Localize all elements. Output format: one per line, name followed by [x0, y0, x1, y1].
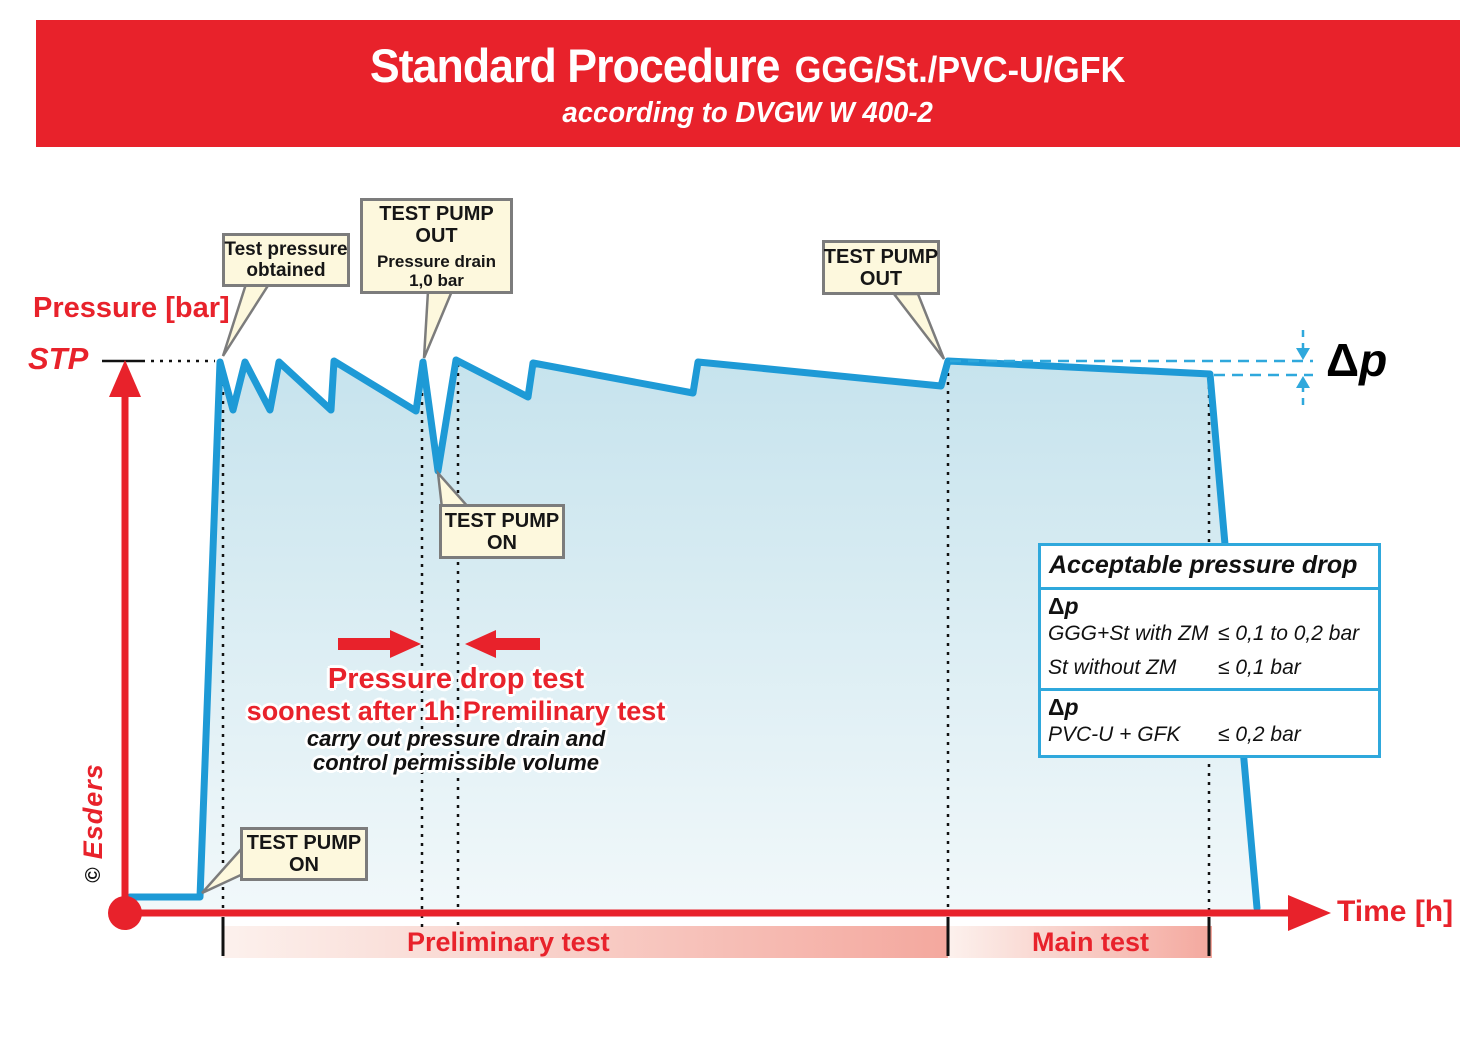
callout-line: TEST PUMP	[379, 202, 494, 225]
callout-line: TEST PUMP	[246, 832, 362, 854]
row-value: ≤ 0,2 bar	[1218, 723, 1301, 746]
callout-tail-out-drain	[422, 289, 454, 359]
callout-subline: 1,0 bar	[409, 270, 464, 290]
main-test-band: Main test	[948, 926, 1212, 958]
origin-dot	[108, 896, 142, 930]
esders-credit: © Esders	[78, 758, 108, 888]
p-symbol: p	[1064, 694, 1079, 720]
stp-label: STP	[28, 341, 89, 376]
callout-tail-obtained	[221, 282, 272, 357]
x-axis-arrowhead	[1288, 895, 1331, 931]
pressure-curve	[126, 356, 1261, 912]
copyright-symbol: ©	[82, 867, 105, 883]
table-section: Δp PVC-U + GFK ≤ 0,2 bar	[1041, 688, 1378, 755]
preliminary-test-label: Preliminary test	[407, 927, 610, 957]
delta-symbol: Δ	[1048, 694, 1065, 720]
delta-symbol: Δ	[1326, 334, 1360, 386]
table-row: PVC-U + GFK ≤ 0,2 bar	[1048, 722, 1374, 747]
drop-test-subtitle: soonest after 1h Premilinary test	[246, 696, 666, 726]
header-banner: Standard Procedure GGG/St./PVC-U/GFK acc…	[36, 20, 1460, 147]
esders-logo: Esders	[78, 763, 108, 860]
delta-symbol: Δ	[1048, 593, 1065, 619]
table-row: GGG+St with ZM ≤ 0,1 to 0,2 bar	[1048, 621, 1374, 646]
preliminary-test-band: Preliminary test	[223, 926, 948, 958]
callout-subline: Pressure drain	[376, 251, 497, 271]
table-section: Δp GGG+St with ZM ≤ 0,1 to 0,2 bar St wi…	[1041, 587, 1378, 688]
acceptable-pressure-drop-table: Acceptable pressure drop Δp GGG+St with …	[1038, 543, 1381, 758]
axes	[108, 360, 1331, 931]
callout-test-pump-on-mid: TEST PUMP ON	[439, 504, 565, 559]
callout-test-pump-out-drain: TEST PUMP OUT Pressure drain 1,0 bar	[360, 198, 513, 294]
delta-p-dimension	[950, 330, 1313, 407]
pressure-curve-area	[130, 360, 1257, 910]
row-label: St without ZM	[1048, 656, 1177, 679]
callout-line: obtained	[246, 260, 326, 281]
row-value: ≤ 0,1 bar	[1218, 656, 1301, 679]
delta-p-label: Δp	[1326, 333, 1387, 387]
phase-ticks	[221, 917, 1211, 956]
pressure-drop-test-annotation: Pressure drop test soonest after 1h Prem…	[240, 663, 672, 775]
callout-line: OUT	[859, 267, 903, 290]
page-title: Standard Procedure	[370, 38, 781, 92]
callout-line: TEST PUMP	[823, 245, 939, 268]
drop-test-note: control permissible volume	[312, 750, 600, 775]
arrow-right-icon	[338, 630, 421, 658]
y-axis-arrowhead	[109, 360, 141, 397]
x-axis-label: Time [h]	[1337, 895, 1454, 928]
callout-line: ON	[487, 531, 517, 554]
row-value: ≤ 0,1 to 0,2 bar	[1218, 622, 1360, 645]
page-title-material: GGG/St./PVC-U/GFK	[795, 48, 1126, 90]
callout-test-pump-on-start: TEST PUMP ON	[240, 827, 368, 881]
drop-test-title: Pressure drop test	[327, 663, 585, 695]
y-axis-label: Pressure [bar]	[33, 292, 230, 324]
callout-line: Test pressure	[224, 239, 348, 260]
arrow-left-icon	[465, 630, 540, 658]
p-symbol: p	[1359, 334, 1388, 386]
p-symbol: p	[1064, 593, 1079, 619]
main-test-label: Main test	[1032, 927, 1150, 957]
page-subtitle: according to DVGW W 400-2	[562, 96, 934, 129]
callout-test-pump-out-main: TEST PUMP OUT	[822, 240, 940, 295]
drop-test-note: carry out pressure drain and	[306, 726, 606, 751]
row-label: GGG+St with ZM	[1048, 622, 1209, 645]
table-row: St without ZM ≤ 0,1 bar	[1048, 655, 1374, 680]
callout-test-pressure-obtained: Test pressure obtained	[222, 233, 350, 287]
callout-tail-out-main	[891, 292, 946, 360]
guide-lines	[221, 364, 1211, 928]
callout-line: ON	[289, 854, 319, 876]
table-title: Acceptable pressure drop	[1049, 551, 1358, 579]
callout-line: TEST PUMP	[444, 509, 560, 532]
callout-line: OUT	[415, 224, 458, 247]
row-label: PVC-U + GFK	[1048, 723, 1181, 746]
